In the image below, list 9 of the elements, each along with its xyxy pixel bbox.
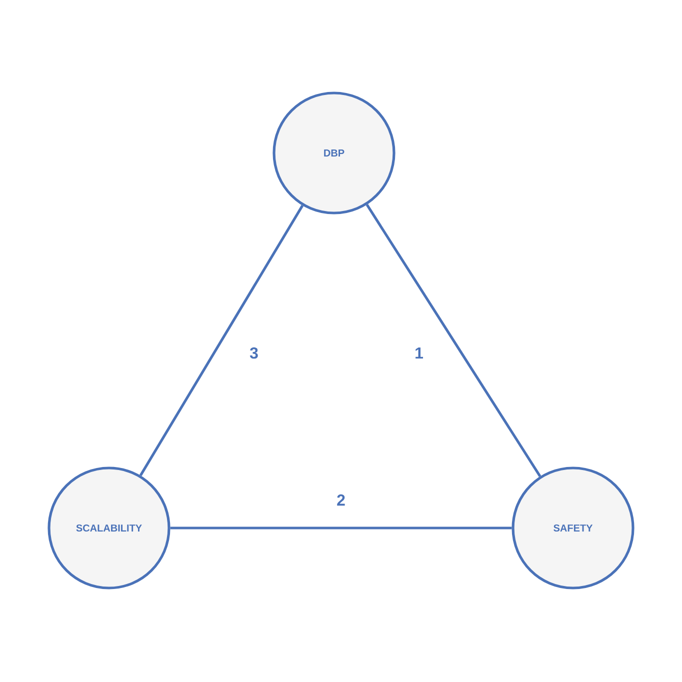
edge-label: 3 — [250, 347, 258, 359]
circle-node: DBP — [272, 92, 396, 214]
circle-node: SCALABILITY — [48, 466, 170, 590]
circle-node: SAFETY — [512, 466, 634, 590]
connector-line — [170, 526, 512, 530]
edge-label: 2 — [337, 494, 345, 506]
connector-line — [366, 204, 542, 478]
connector-line — [139, 204, 304, 476]
edge-label: 1 — [416, 348, 423, 358]
